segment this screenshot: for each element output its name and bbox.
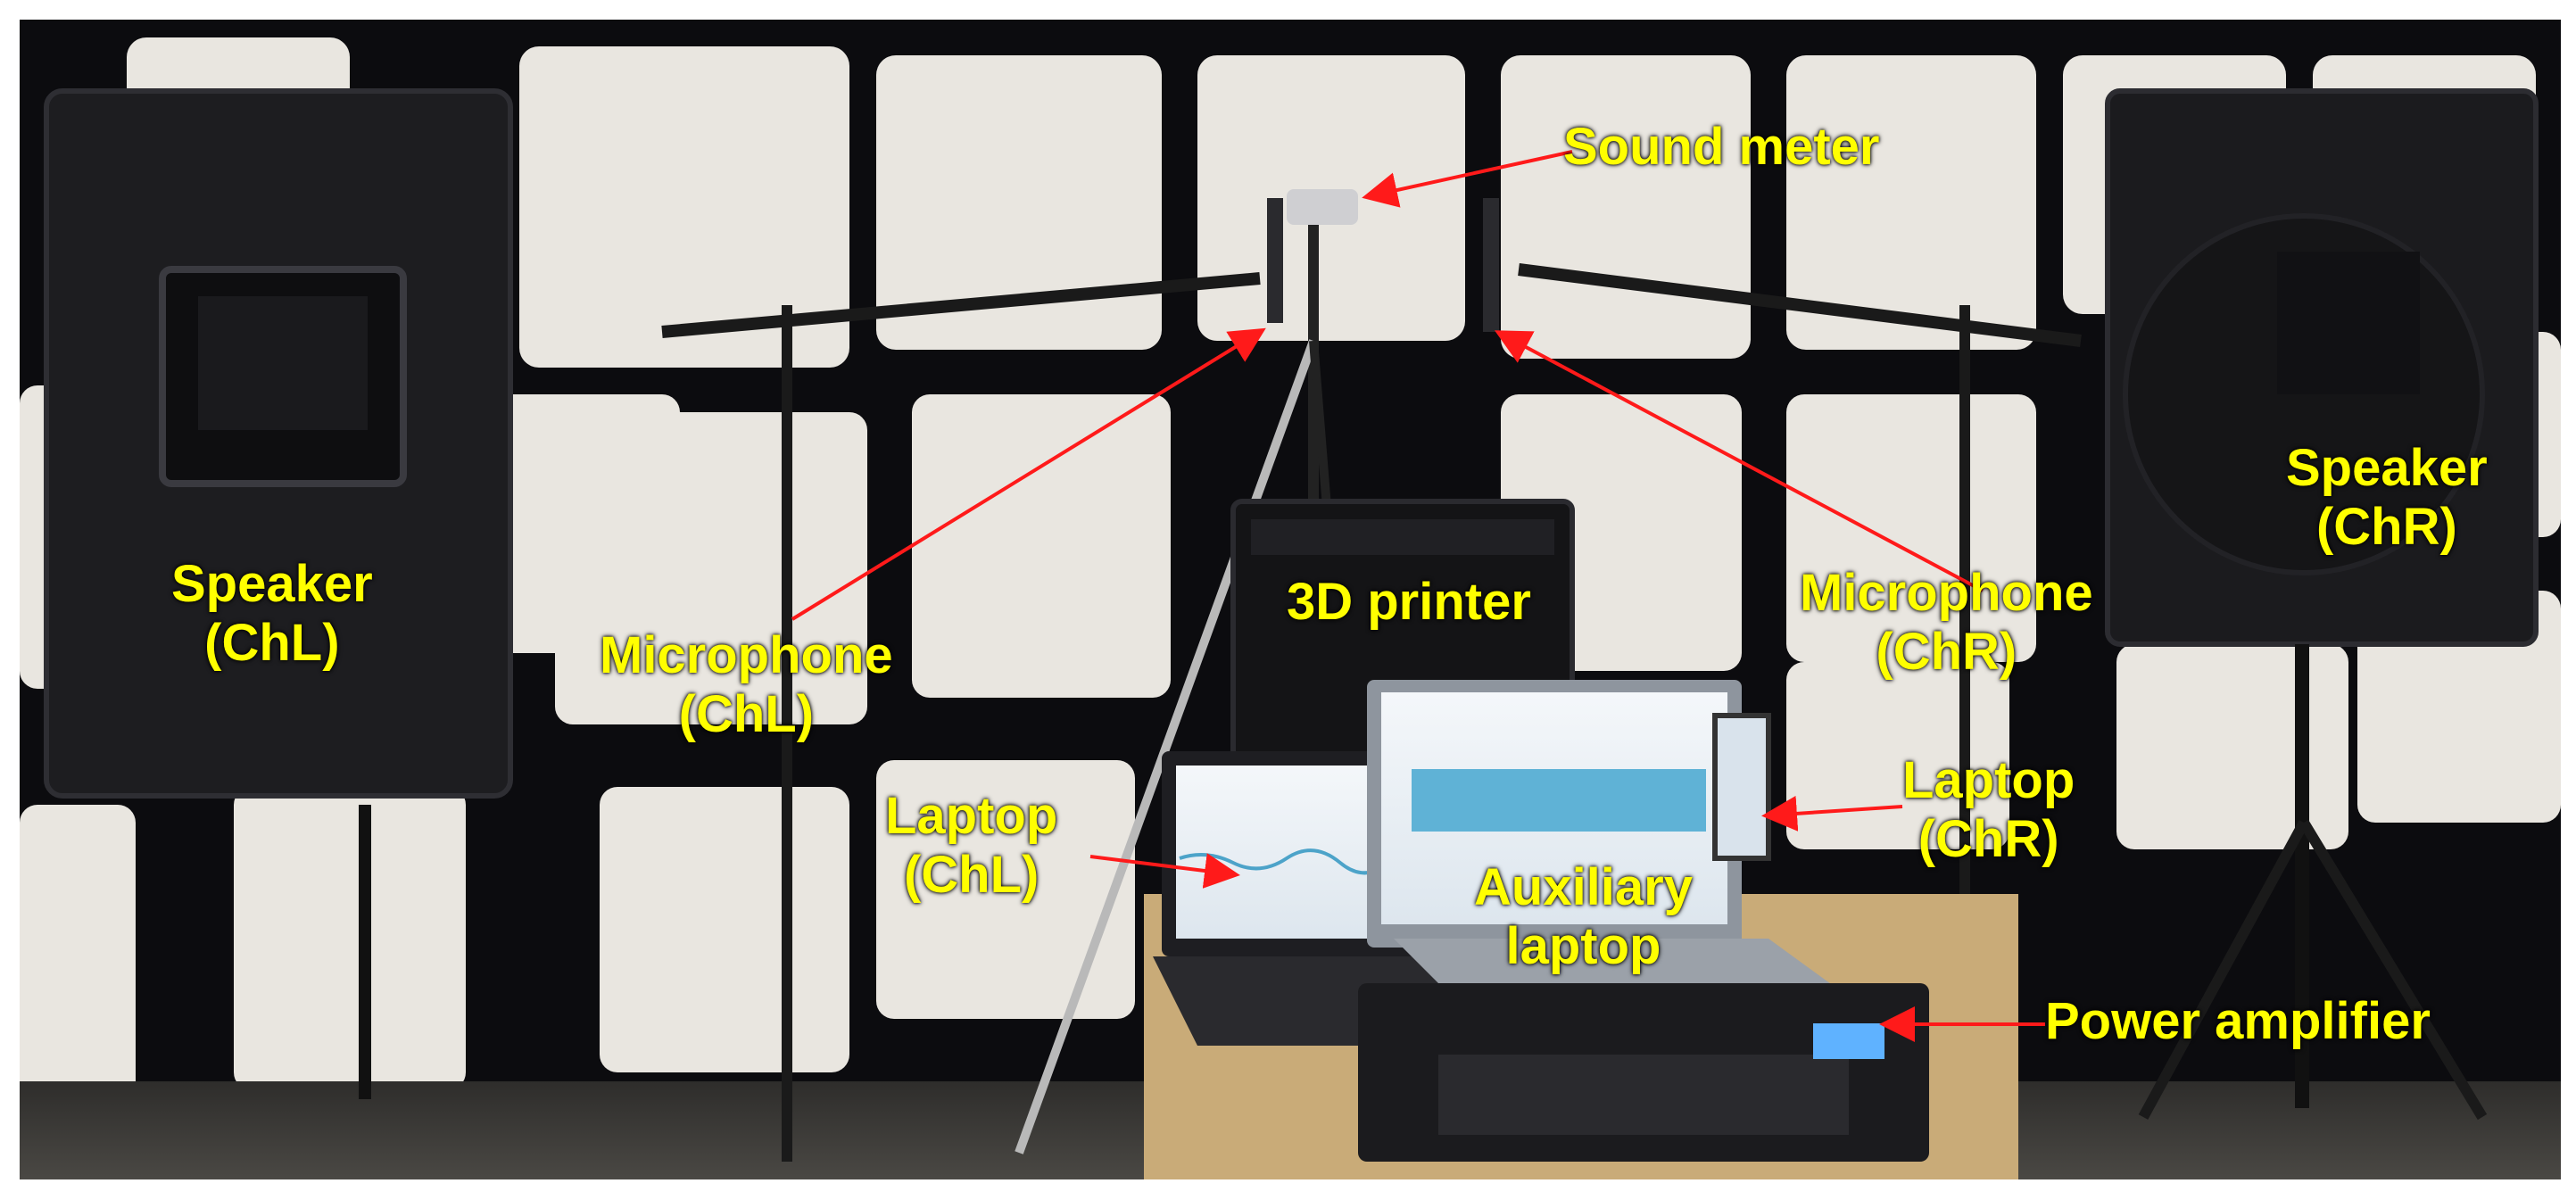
label-laptop-right: Laptop (ChR) — [1902, 751, 2075, 868]
microphone-left — [1267, 198, 1283, 323]
label-microphone-left: Microphone (ChL) — [600, 626, 893, 743]
laptop-right — [1712, 713, 1771, 861]
speaker-left — [44, 88, 513, 1099]
arrow-microphone-right — [1494, 330, 1984, 592]
microphone-stand-left — [661, 272, 1261, 1162]
microphone-right — [1483, 198, 1499, 332]
label-printer-3d: 3D printer — [1287, 573, 1531, 631]
label-speaker-left: Speaker (ChL) — [171, 555, 373, 672]
arrow-sound-meter — [1362, 150, 1573, 208]
experiment-photo: Sound meter Speaker (ChL) Microphone (Ch… — [20, 20, 2561, 1179]
speaker-right — [2105, 88, 2539, 1121]
label-power-amplifier: Power amplifier — [2045, 992, 2431, 1050]
annotation-arrows — [791, 150, 2045, 1042]
arrow-laptop-right — [1761, 795, 1903, 832]
label-laptop-auxiliary: Auxiliary laptop — [1474, 858, 1693, 975]
label-microphone-right: Microphone (ChR) — [1800, 564, 2093, 681]
arrow-laptop-left — [1089, 853, 1240, 889]
power-amplifier — [1358, 983, 1929, 1162]
label-speaker-right: Speaker (ChR) — [2286, 439, 2488, 556]
label-laptop-left: Laptop (ChL) — [885, 787, 1058, 904]
arrow-microphone-left — [791, 327, 1266, 621]
scene-illustration — [20, 20, 2561, 1179]
label-sound-meter: Sound meter — [1563, 118, 1880, 176]
